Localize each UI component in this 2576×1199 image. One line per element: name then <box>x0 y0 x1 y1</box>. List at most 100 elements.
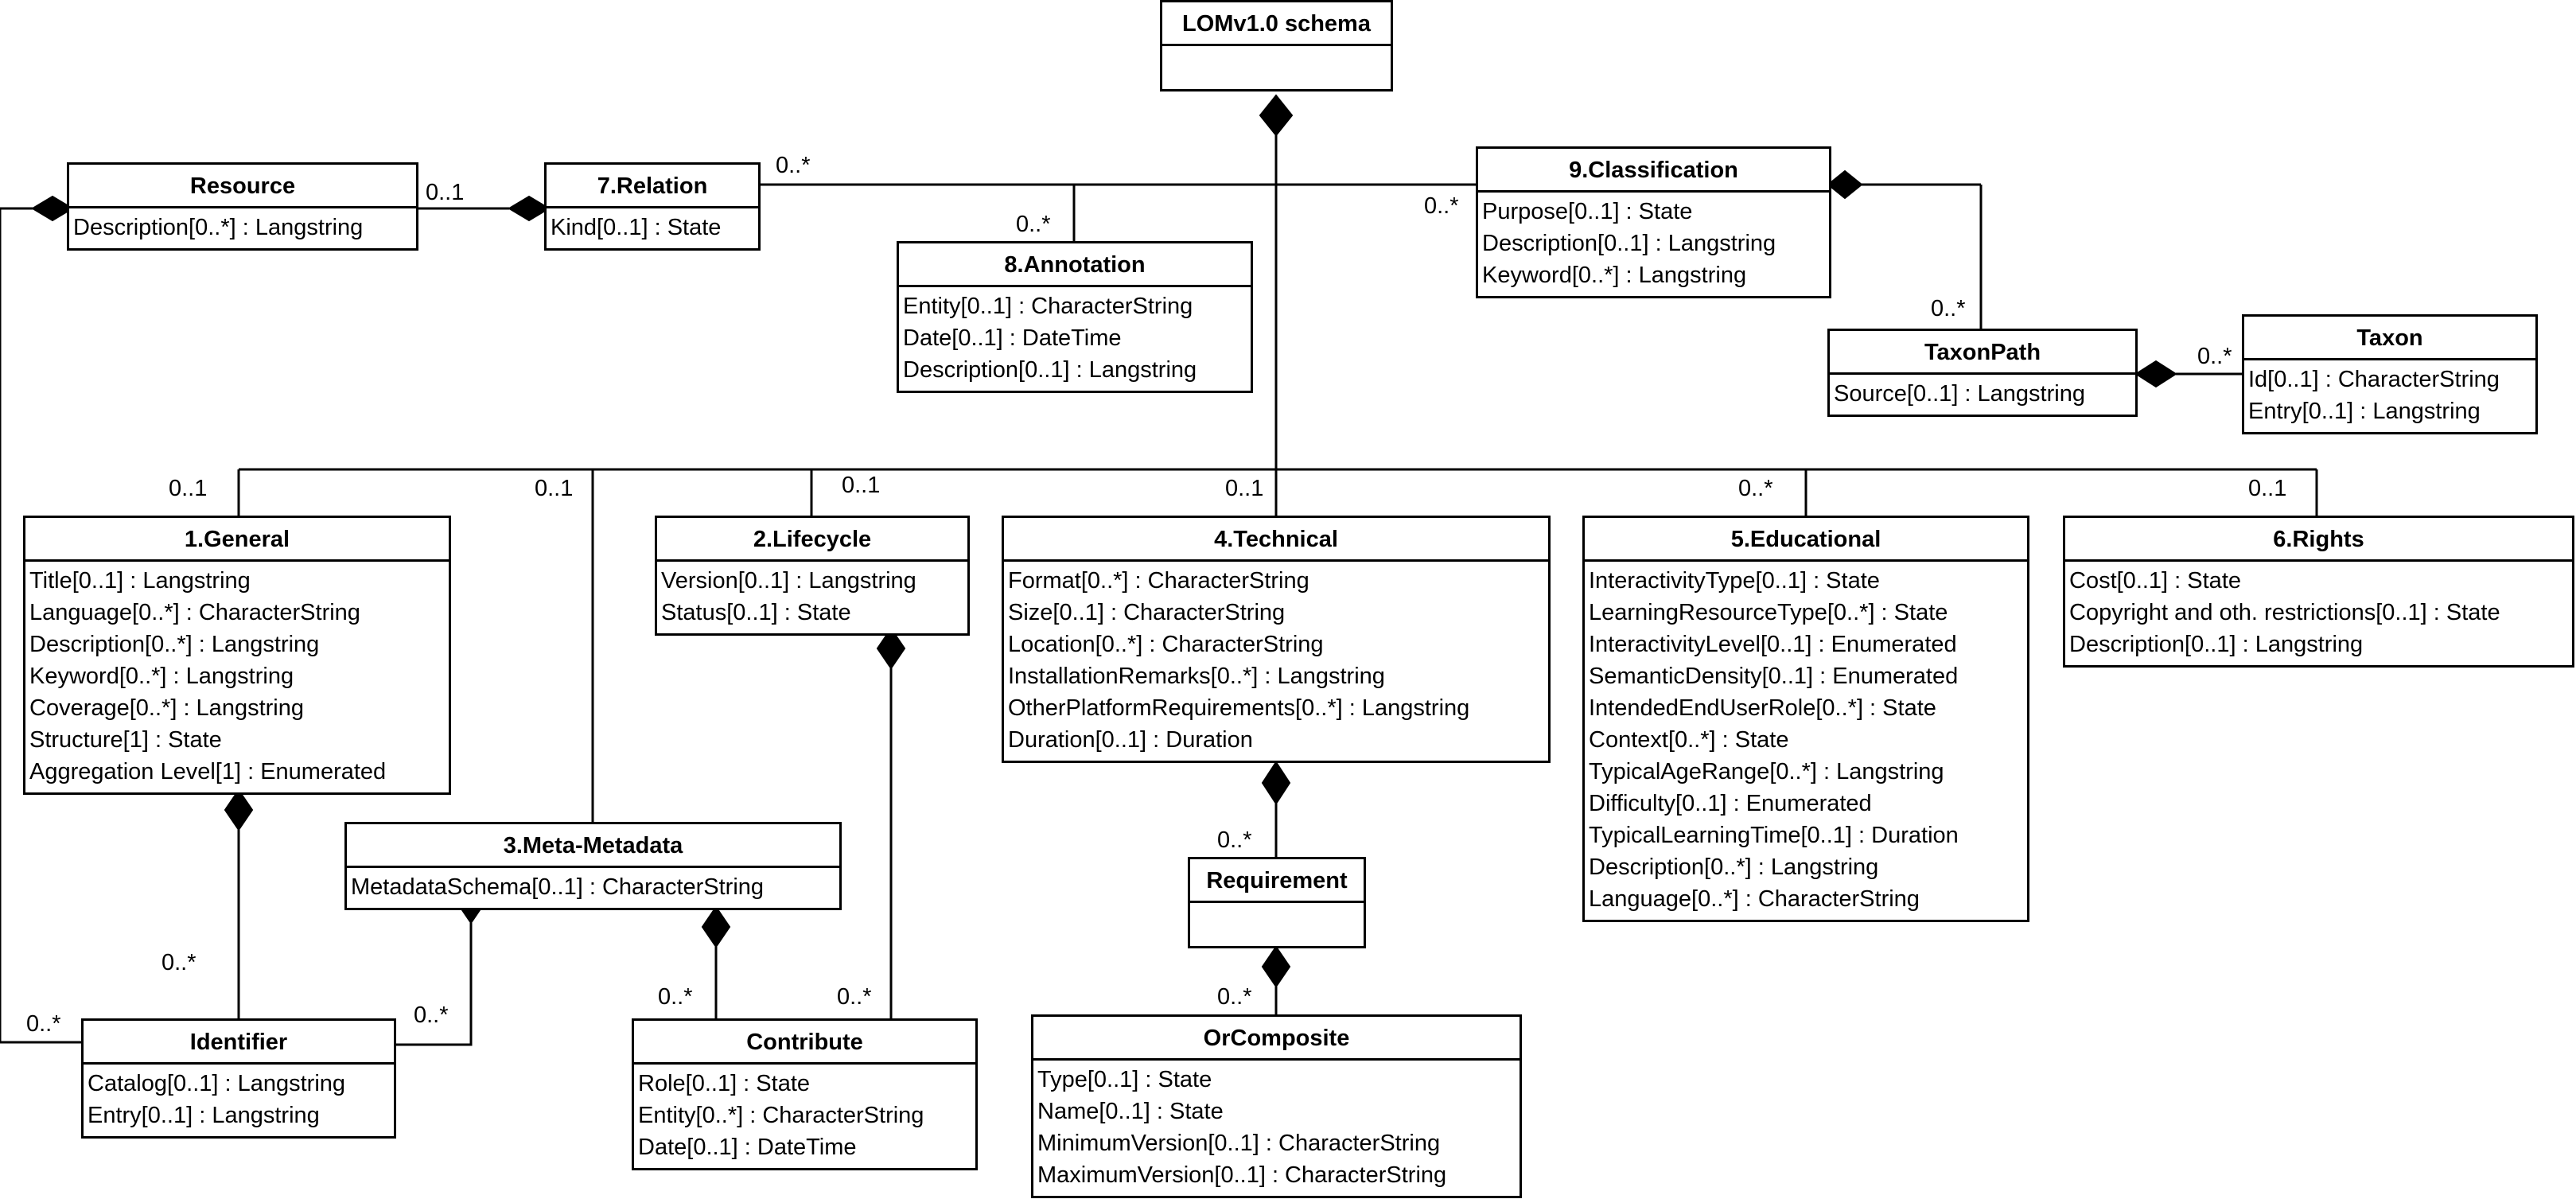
class-title: 4.Technical <box>1004 518 1548 562</box>
class-attrs: Type[0..1] : State Name[0..1] : State Mi… <box>1033 1061 1520 1196</box>
attr: Description[0..*] : Langstring <box>73 215 364 240</box>
attr: Copyright and oth. restrictions[0..1] : … <box>2069 600 2500 625</box>
attr: Description[0..*] : Langstring <box>29 632 320 657</box>
attr: Entity[0..1] : CharacterString <box>903 294 1193 319</box>
attr: Date[0..1] : DateTime <box>638 1135 857 1160</box>
mult-educational: 0..* <box>1738 476 1773 501</box>
class-attrs: Source[0..1] : Langstring <box>1830 375 2135 415</box>
attr: Id[0..1] : CharacterString <box>2248 367 2500 392</box>
mult-rights: 0..1 <box>2248 476 2287 501</box>
attr: TypicalLearningTime[0..1] : Duration <box>1589 823 1959 848</box>
mult-annotation: 0..* <box>1016 212 1051 237</box>
attr: SemanticDensity[0..1] : Enumerated <box>1589 664 1959 689</box>
class-title: 6.Rights <box>2065 518 2572 562</box>
class-requirement[interactable]: Requirement <box>1188 857 1366 948</box>
mult-lifecycle: 0..1 <box>842 473 881 498</box>
class-annotation[interactable]: 8.Annotation Entity[0..1] : CharacterStr… <box>897 241 1253 393</box>
class-educational[interactable]: 5.Educational InteractivityType[0..1] : … <box>1582 516 2029 922</box>
attr: Catalog[0..1] : Langstring <box>88 1071 346 1096</box>
class-classification[interactable]: 9.Classification Purpose[0..1] : State D… <box>1476 146 1831 298</box>
class-lifecycle[interactable]: 2.Lifecycle Version[0..1] : Langstring S… <box>655 516 970 636</box>
class-title: 2.Lifecycle <box>657 518 967 562</box>
mult-identifier-from-general: 0..* <box>161 950 197 975</box>
class-orcomposite[interactable]: OrComposite Type[0..1] : State Name[0..1… <box>1031 1014 1522 1198</box>
attr: Difficulty[0..1] : Enumerated <box>1589 791 1872 816</box>
attr: LearningResourceType[0..*] : State <box>1589 600 1948 625</box>
attr: InteractivityLevel[0..1] : Enumerated <box>1589 632 1957 657</box>
class-attrs: Description[0..*] : Langstring <box>69 208 416 248</box>
attr: Structure[1] : State <box>29 727 222 753</box>
class-title: Taxon <box>2244 317 2535 360</box>
diamond-technical <box>1261 761 1291 805</box>
mult-contribute-from-lifecycle: 0..* <box>837 984 872 1010</box>
attr: Format[0..*] : CharacterString <box>1008 568 1309 594</box>
attr: Type[0..1] : State <box>1037 1067 1212 1092</box>
diamond-requirement <box>1261 945 1291 988</box>
attr: Kind[0..1] : State <box>551 215 722 240</box>
attr: Date[0..1] : DateTime <box>903 325 1122 351</box>
attr: MinimumVersion[0..1] : CharacterString <box>1037 1131 1441 1156</box>
attr: Language[0..*] : CharacterString <box>1589 886 1920 912</box>
attr: Description[0..1] : Langstring <box>2069 632 2364 657</box>
class-title: Resource <box>69 165 416 208</box>
class-metametadata[interactable]: 3.Meta-Metadata MetadataSchema[0..1] : C… <box>344 822 842 910</box>
class-attrs: InteractivityType[0..1] : State Learning… <box>1585 562 2027 920</box>
class-lom[interactable]: LOMv1.0 schema <box>1160 0 1393 91</box>
attr: Title[0..1] : Langstring <box>29 568 251 594</box>
mult-taxonpath: 0..* <box>1931 296 1966 321</box>
attr: Source[0..1] : Langstring <box>1834 381 2085 407</box>
class-general[interactable]: 1.General Title[0..1] : Langstring Langu… <box>23 516 451 795</box>
class-resource[interactable]: Resource Description[0..*] : Langstring <box>67 162 418 251</box>
attr: IntendedEndUserRole[0..*] : State <box>1589 695 1936 721</box>
mult-taxon: 0..* <box>2197 344 2232 369</box>
attr: Duration[0..1] : Duration <box>1008 727 1253 753</box>
diamond-taxonpath <box>2134 360 2177 388</box>
attr: Status[0..1] : State <box>661 600 851 625</box>
attr: InteractivityType[0..1] : State <box>1589 568 1880 594</box>
class-title: Contribute <box>634 1021 975 1065</box>
class-attrs: Entity[0..1] : CharacterString Date[0..1… <box>899 287 1251 391</box>
attr: Context[0..*] : State <box>1589 727 1789 753</box>
class-title: 8.Annotation <box>899 243 1251 287</box>
class-attrs: Format[0..*] : CharacterString Size[0..1… <box>1004 562 1548 761</box>
class-title: Requirement <box>1190 859 1364 903</box>
class-title: 3.Meta-Metadata <box>347 824 839 868</box>
diamond-relation <box>508 195 551 222</box>
class-attrs: Purpose[0..1] : State Description[0..1] … <box>1478 193 1829 296</box>
class-taxonpath[interactable]: TaxonPath Source[0..1] : Langstring <box>1827 329 2138 417</box>
class-relation[interactable]: 7.Relation Kind[0..1] : State <box>544 162 761 251</box>
attr: Aggregation Level[1] : Enumerated <box>29 759 387 784</box>
attr: MetadataSchema[0..1] : CharacterString <box>351 874 765 900</box>
class-attrs: Version[0..1] : Langstring Status[0..1] … <box>657 562 967 633</box>
mult-general: 0..1 <box>169 476 208 501</box>
attr: Name[0..1] : State <box>1037 1099 1224 1124</box>
attr: Size[0..1] : CharacterString <box>1008 600 1286 625</box>
mult-relation-classification: 0..* <box>776 153 811 178</box>
diamond-general <box>224 788 254 831</box>
attr: Description[0..1] : Langstring <box>903 357 1197 383</box>
class-rights[interactable]: 6.Rights Cost[0..1] : State Copyright an… <box>2063 516 2574 668</box>
class-identifier[interactable]: Identifier Catalog[0..1] : Langstring En… <box>81 1018 396 1139</box>
mult-identifier-from-metametadata: 0..* <box>414 1002 449 1028</box>
class-attrs: Cost[0..1] : State Copyright and oth. re… <box>2065 562 2572 665</box>
class-attrs: Id[0..1] : CharacterString Entry[0..1] :… <box>2244 360 2535 432</box>
attr: Entity[0..*] : CharacterString <box>638 1103 924 1128</box>
class-attrs: Catalog[0..1] : Langstring Entry[0..1] :… <box>84 1065 394 1136</box>
diamond-metametadata-right <box>701 905 731 948</box>
class-title: Identifier <box>84 1021 394 1065</box>
attr: Description[0..1] : Langstring <box>1482 231 1776 256</box>
class-taxon[interactable]: Taxon Id[0..1] : CharacterString Entry[0… <box>2242 314 2538 434</box>
attr: Entry[0..1] : Langstring <box>2248 399 2481 424</box>
attr: Purpose[0..1] : State <box>1482 199 1693 224</box>
mult-contribute-from-metametadata: 0..* <box>658 984 693 1010</box>
attr: Version[0..1] : Langstring <box>661 568 916 594</box>
class-title: TaxonPath <box>1830 331 2135 375</box>
attr: Entry[0..1] : Langstring <box>88 1103 320 1128</box>
attr: Coverage[0..*] : Langstring <box>29 695 304 721</box>
class-contribute[interactable]: Contribute Role[0..1] : State Entity[0..… <box>632 1018 978 1170</box>
attr: Keyword[0..*] : Langstring <box>29 664 294 689</box>
class-technical[interactable]: 4.Technical Format[0..*] : CharacterStri… <box>1002 516 1551 763</box>
class-title: 5.Educational <box>1585 518 2027 562</box>
mult-metametadata: 0..1 <box>535 476 574 501</box>
